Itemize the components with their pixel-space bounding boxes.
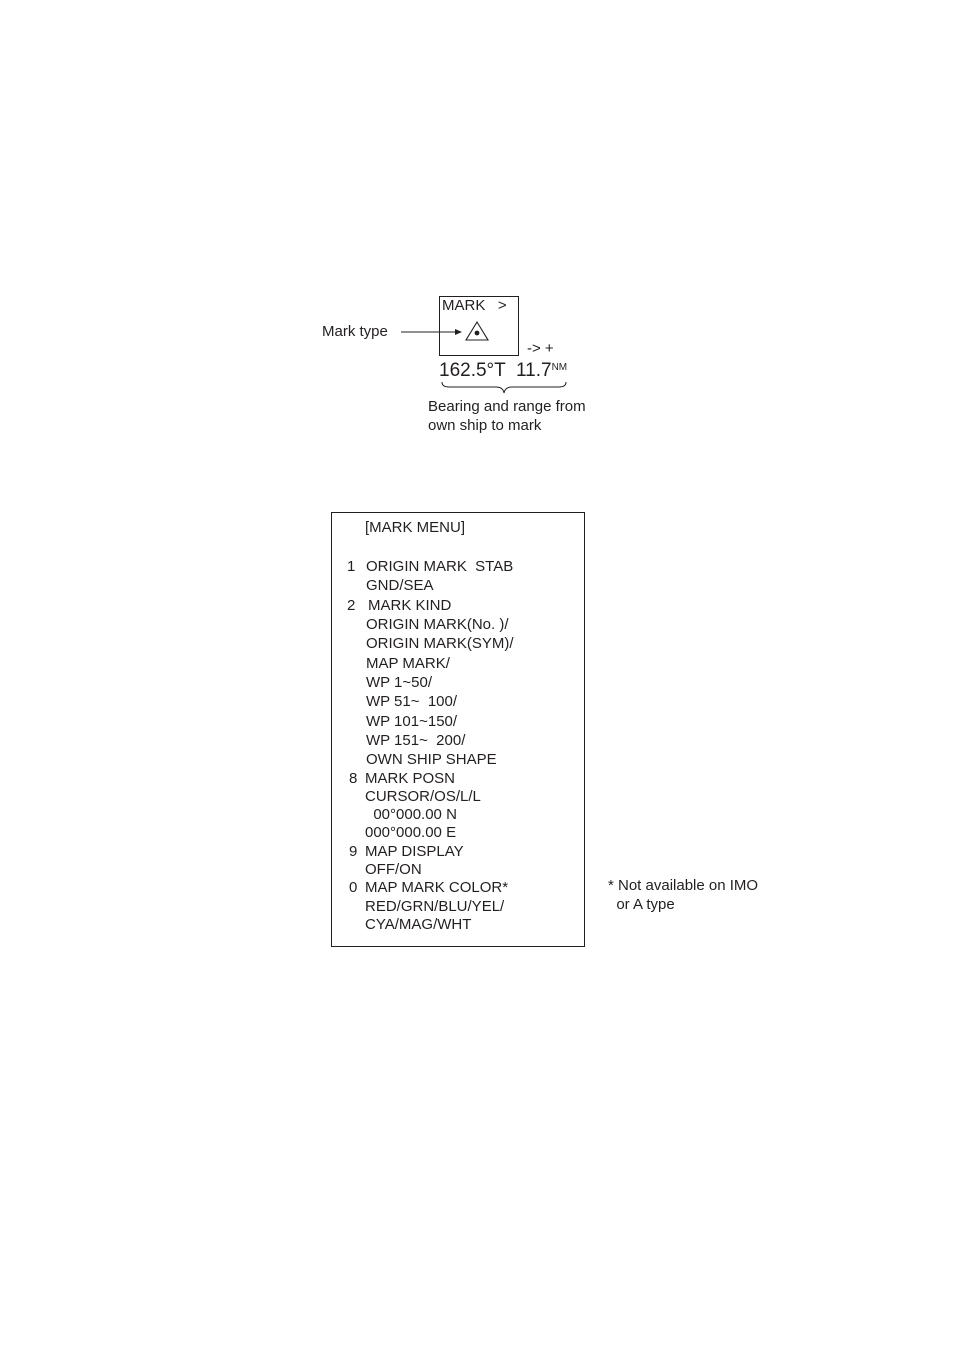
menu-item-2-option: WP 1~50/ bbox=[366, 674, 433, 691]
menu-title: [MARK MENU] bbox=[365, 519, 466, 536]
menu-item-2-option: ORIGIN MARK(SYM)/ bbox=[366, 635, 514, 652]
menu-item-2-option: WP 151~ 200/ bbox=[366, 732, 466, 749]
menu-item-2-option: OWN SHIP SHAPE bbox=[366, 751, 497, 768]
menu-item-8-latitude: 00°000.00 N bbox=[365, 806, 457, 823]
menu-item-1-number: 1 bbox=[347, 558, 356, 575]
range-unit: NM bbox=[551, 362, 568, 373]
mark-type-label: Mark type bbox=[322, 323, 388, 340]
menu-item-0-number: 0 bbox=[349, 879, 358, 896]
menu-item-2-option: WP 51~ 100/ bbox=[366, 693, 458, 710]
menu-item-2-option: WP 101~150/ bbox=[366, 713, 458, 730]
footnote-line-1: * Not available on IMO bbox=[608, 877, 759, 894]
mark-menu-box bbox=[331, 512, 585, 947]
menu-item-1-label: ORIGIN MARK STAB bbox=[366, 558, 514, 575]
mark-box-title: MARK > bbox=[442, 297, 507, 314]
menu-item-8-label: MARK POSN bbox=[365, 770, 456, 787]
pointer-arrowhead bbox=[455, 329, 462, 335]
arrow-plus-text: -> + bbox=[527, 340, 554, 357]
brace bbox=[441, 381, 567, 394]
menu-item-2-option: ORIGIN MARK(No. )/ bbox=[366, 616, 509, 633]
menu-item-8-number: 8 bbox=[349, 770, 358, 787]
footnote-line-2: or A type bbox=[608, 896, 675, 913]
caption-line-2: own ship to mark bbox=[428, 417, 542, 434]
menu-item-8-longitude: 000°000.00 E bbox=[365, 824, 457, 841]
menu-item-2-number: 2 bbox=[347, 597, 356, 614]
caption-line-1: Bearing and range from bbox=[428, 398, 586, 415]
bearing-value: 162.5°T bbox=[439, 360, 506, 381]
menu-item-9-option: OFF/ON bbox=[365, 861, 422, 878]
menu-item-0-option: RED/GRN/BLU/YEL/ bbox=[365, 898, 505, 915]
menu-item-0-option: CYA/MAG/WHT bbox=[365, 916, 472, 933]
range-value: 11.7 bbox=[515, 360, 552, 381]
menu-item-8-option: CURSOR/OS/L/L bbox=[365, 788, 481, 805]
mark-type-pointer bbox=[401, 320, 489, 341]
menu-item-9-label: MAP DISPLAY bbox=[365, 843, 464, 860]
menu-item-2-option: MAP MARK/ bbox=[366, 655, 450, 672]
triangle-with-dot-icon bbox=[465, 320, 489, 341]
menu-item-2-label: MARK KIND bbox=[368, 597, 452, 614]
menu-item-0-label: MAP MARK COLOR* bbox=[365, 879, 509, 896]
mark-display-box bbox=[439, 296, 519, 356]
menu-item-1-option: GND/SEA bbox=[366, 577, 434, 594]
bearing-range-readout: 162.5°T 11.7NM bbox=[439, 360, 567, 385]
menu-item-9-number: 9 bbox=[349, 843, 358, 860]
